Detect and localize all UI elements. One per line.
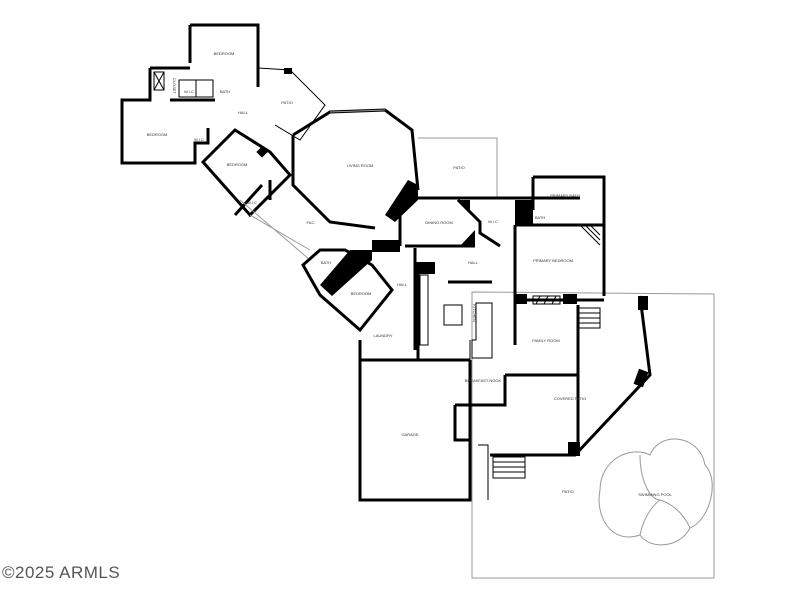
label-bedroom-south: BEDROOM	[351, 291, 372, 296]
label-swimming-pool: SWIMMING POOL	[638, 492, 672, 497]
label-bedroom-north: BEDROOM	[214, 51, 235, 56]
label-living-room: LIVING ROOM	[347, 163, 374, 168]
label-hall-2: HALL	[468, 260, 479, 265]
label-bedroom-center: BEDROOM	[227, 162, 248, 167]
label-closet: CLOSET	[172, 78, 177, 95]
wall	[398, 196, 580, 248]
label-primary-bath: PRIMARY BATH	[550, 193, 580, 198]
wall	[513, 175, 606, 302]
label-patio-nw: PATIO	[281, 100, 292, 105]
label-wic-primary: W.I.C	[488, 219, 498, 224]
wall	[301, 248, 394, 333]
label-covered-patio: COVERED PATIO	[554, 396, 586, 401]
label-primary-bedroom: PRIMARY BEDROOM	[533, 258, 573, 263]
label-bath-2: BATH	[321, 260, 331, 265]
patio-south-outline	[471, 291, 715, 579]
swimming-pool	[598, 438, 713, 546]
label-patio-south: PATIO	[562, 489, 573, 494]
label-breakfast-nook: BREAKFAST NOOK	[465, 378, 502, 383]
label-family-room: FAMILY ROOM	[532, 338, 559, 343]
label-dining-room: DINING ROOM	[425, 220, 453, 225]
wall	[120, 66, 215, 165]
label-wic-3: W.I.C	[247, 200, 257, 205]
wall	[188, 23, 260, 87]
label-bath-1: BATH	[220, 89, 230, 94]
label-patio-north: PATIO	[453, 165, 464, 170]
label-kitchen: KITCHEN	[472, 304, 477, 322]
label-foyer: FAC.	[307, 220, 316, 225]
label-bedroom-west: BEDROOM	[147, 132, 168, 137]
label-hall-3: HALL	[397, 282, 408, 287]
watermark: ©2025 ARMLS	[2, 563, 121, 582]
label-garage: GARAGE	[401, 432, 418, 437]
label-wic-1: W.I.C	[184, 89, 194, 94]
label-laundry: LAUNDRY	[373, 333, 392, 338]
label-wic-2: W.I.C	[194, 137, 204, 142]
wall	[200, 128, 293, 218]
wall	[455, 300, 580, 407]
label-hall-1: HALL	[238, 110, 249, 115]
wall	[358, 248, 492, 502]
label-bath-primary-toilet: BATH	[535, 215, 545, 220]
